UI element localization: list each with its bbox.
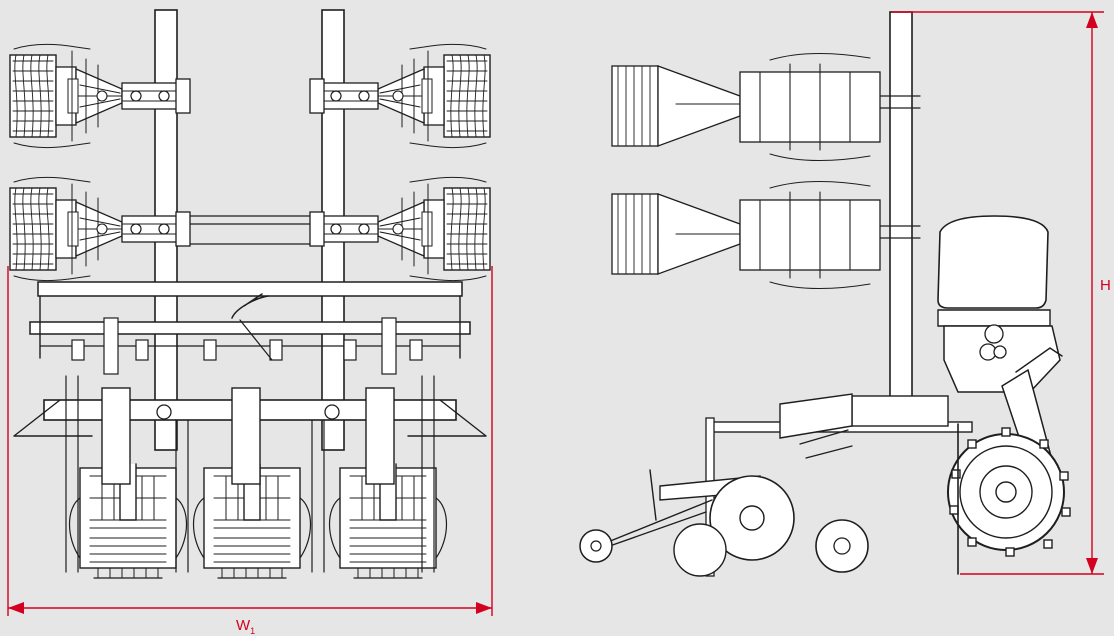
side-folded-unit: [611, 180, 921, 290]
side-drive-wheel: [947, 433, 1065, 551]
front-main-beam: [37, 281, 463, 297]
width-dimension: [7, 266, 493, 616]
side-hopper: [937, 215, 1049, 309]
height-dimension-label: H: [1100, 277, 1111, 294]
side-folded-unit: [611, 52, 921, 162]
width-dimension-label: W1: [236, 617, 255, 636]
front-view: [9, 9, 491, 579]
side-mast: [889, 11, 913, 421]
side-view: [579, 11, 1071, 577]
height-dimension: [892, 11, 1104, 575]
